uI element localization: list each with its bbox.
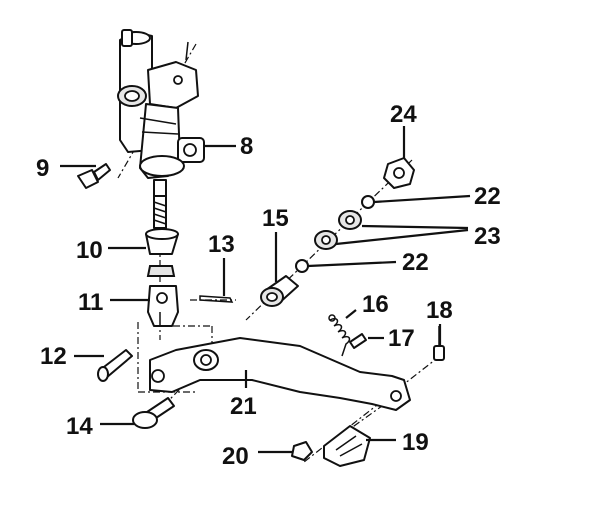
part-14-pivot-bolt — [132, 397, 175, 429]
callout-13: 13 — [208, 231, 235, 258]
lock-nut — [146, 265, 176, 277]
part-22-washer-lower — [295, 259, 309, 273]
callout-23: 23 — [474, 223, 501, 250]
callout-22-lower: 22 — [402, 249, 429, 276]
callout-14: 14 — [66, 413, 93, 440]
callout-labels: 8 9 10 11 12 13 14 15 16 17 18 19 20 21 … — [36, 101, 501, 470]
leader-lines — [60, 126, 471, 454]
callout-22-upper: 22 — [474, 183, 501, 210]
part-11-clevis — [147, 285, 179, 327]
part-20-nut — [291, 441, 313, 461]
callout-10: 10 — [76, 237, 103, 264]
callout-16: 16 — [362, 291, 389, 318]
callout-9: 9 — [36, 155, 49, 182]
part-15-bushing — [260, 275, 299, 307]
callout-8: 8 — [240, 133, 253, 160]
callout-20: 20 — [222, 443, 249, 470]
part-17-screw — [349, 333, 367, 349]
callout-12: 12 — [40, 343, 67, 370]
part-16-spring — [328, 314, 351, 357]
push-rod — [153, 179, 167, 229]
part-9-bolt — [77, 163, 111, 189]
part-13-split-pin — [199, 295, 234, 303]
part-19-pedal-tip — [323, 425, 371, 467]
callout-18: 18 — [426, 297, 453, 324]
callout-21: 21 — [230, 393, 257, 420]
callout-15: 15 — [262, 205, 289, 232]
callout-11: 11 — [78, 289, 103, 316]
part-22-washer-upper — [361, 195, 375, 209]
part-23-spacer-lower — [314, 230, 338, 250]
callout-19: 19 — [402, 429, 429, 456]
part-12-clevis-pin — [97, 349, 133, 382]
part-21-brake-pedal — [149, 337, 411, 411]
part-10-boot — [145, 228, 179, 255]
part-8-master-cylinder — [117, 29, 205, 179]
callout-17: 17 — [388, 325, 415, 352]
part-23-spacer-upper — [338, 210, 362, 230]
callout-24: 24 — [390, 101, 417, 128]
